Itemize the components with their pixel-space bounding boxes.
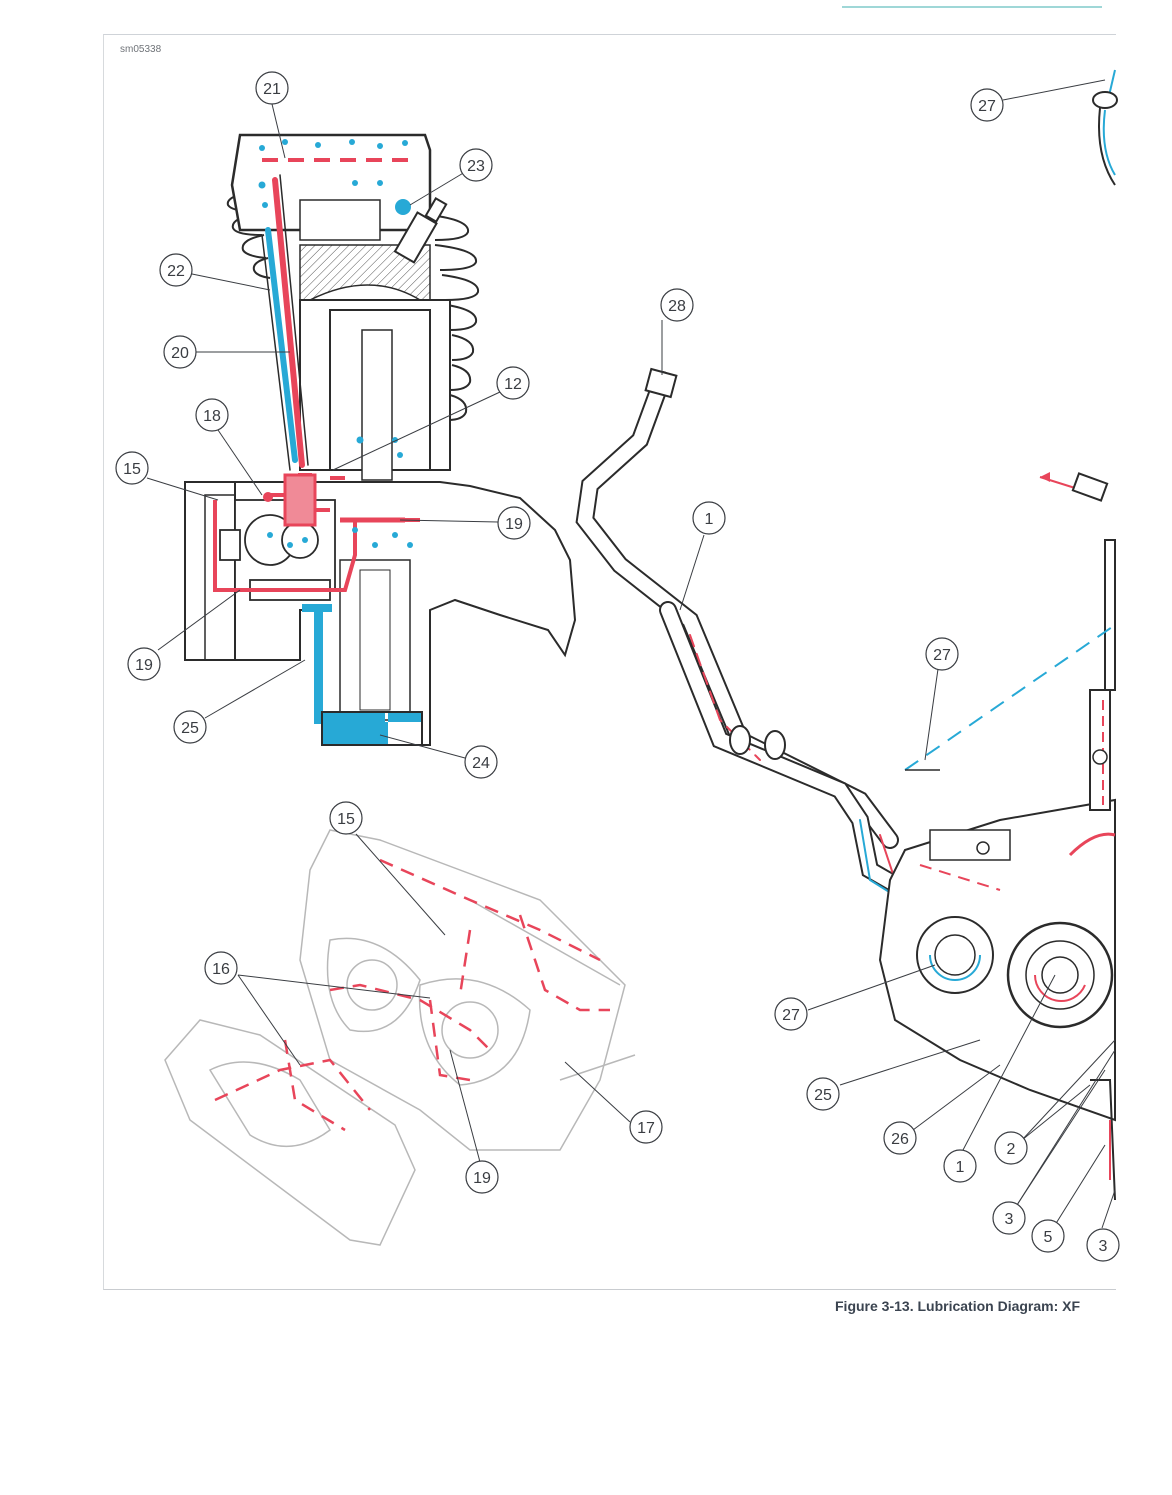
- svg-text:28: 28: [668, 298, 686, 315]
- svg-text:15: 15: [337, 811, 355, 828]
- callout-19-bottom: 19: [465, 1160, 499, 1194]
- side-cover: [184, 481, 236, 661]
- svg-text:27: 27: [933, 647, 951, 664]
- svg-text:19: 19: [135, 657, 153, 674]
- figure-caption: Figure 3-13. Lubrication Diagram: XF: [835, 1298, 1081, 1314]
- svg-text:2: 2: [1007, 1141, 1016, 1158]
- callout-21: 21: [255, 71, 289, 105]
- callout-27-mid: 27: [925, 637, 959, 671]
- engine-cross-section: [184, 133, 577, 746]
- callout-18: 18: [195, 398, 229, 432]
- svg-text:22: 22: [167, 263, 185, 280]
- callout-22: 22: [159, 253, 193, 287]
- cylinder-fins-right: [429, 214, 480, 421]
- svg-text:1: 1: [956, 1159, 965, 1176]
- svg-text:19: 19: [473, 1170, 491, 1187]
- svg-text:1: 1: [705, 511, 714, 528]
- svg-text:24: 24: [472, 755, 490, 772]
- callout-15-top: 15: [115, 451, 149, 485]
- figure-frame: [103, 34, 1116, 1290]
- svg-text:20: 20: [171, 345, 189, 362]
- svg-text:3: 3: [1099, 1238, 1108, 1255]
- feed-oil-passages: [213, 473, 420, 592]
- oil-pump: [878, 539, 1116, 1201]
- svg-text:18: 18: [203, 408, 221, 425]
- svg-text:25: 25: [814, 1087, 832, 1104]
- callout-26: 26: [883, 1121, 917, 1155]
- oil-hoses: [575, 367, 921, 906]
- cam-gears: [219, 499, 336, 601]
- callout-25-right: 25: [806, 1077, 840, 1111]
- svg-text:12: 12: [504, 376, 522, 393]
- connecting-rod: [361, 329, 393, 481]
- crankcase-ghost-passages: [214, 858, 610, 1132]
- spark-plug: [393, 196, 448, 264]
- svg-text:26: 26: [891, 1131, 909, 1148]
- top-rule: [842, 6, 1102, 8]
- oil-tank-partial: [1092, 69, 1118, 186]
- breather-fitting: [1039, 472, 1109, 502]
- callout-27-bottom: 27: [774, 997, 808, 1031]
- svg-text:27: 27: [978, 98, 996, 115]
- callout-19-right: 19: [497, 506, 531, 540]
- callout-5: 5: [1031, 1219, 1065, 1253]
- callout-28: 28: [660, 288, 694, 322]
- return-line-dashed: [904, 624, 1116, 771]
- callout-15-bottom: 15: [329, 801, 363, 835]
- svg-text:15: 15: [123, 461, 141, 478]
- callout-3-left: 3: [992, 1201, 1026, 1235]
- crankcase-ghost-view: [164, 829, 636, 1246]
- callout-23: 23: [459, 148, 493, 182]
- return-oil-droplets: [258, 139, 413, 548]
- callout-19-left: 19: [127, 647, 161, 681]
- svg-text:5: 5: [1044, 1229, 1053, 1246]
- svg-text:25: 25: [181, 720, 199, 737]
- svg-text:21: 21: [263, 81, 281, 98]
- callout-2: 2: [994, 1131, 1028, 1165]
- callout-25-left: 25: [173, 710, 207, 744]
- diagram-id: sm05338: [120, 44, 162, 55]
- leader-lines: [146, 79, 1116, 1229]
- svg-text:17: 17: [637, 1120, 655, 1137]
- callout-24: 24: [464, 745, 498, 779]
- callout-20: 20: [163, 335, 197, 369]
- callout-16: 16: [204, 951, 238, 985]
- svg-text:27: 27: [782, 1007, 800, 1024]
- callout-3-right: 3: [1086, 1228, 1120, 1262]
- svg-text:3: 3: [1005, 1211, 1014, 1228]
- callout-1-bottom: 1: [943, 1149, 977, 1183]
- head-oil-reservoir: [395, 199, 411, 215]
- callout-17: 17: [629, 1110, 663, 1144]
- callout-27-top: 27: [970, 88, 1004, 122]
- callouts: 21 23 22 20 28 12 18 15 19 1 19 27 25 24…: [115, 71, 1120, 1262]
- sump-return: [302, 604, 422, 745]
- svg-text:16: 16: [212, 961, 230, 978]
- callout-12: 12: [496, 366, 530, 400]
- svg-text:19: 19: [505, 516, 523, 533]
- svg-text:23: 23: [467, 158, 485, 175]
- callout-1-top: 1: [692, 501, 726, 535]
